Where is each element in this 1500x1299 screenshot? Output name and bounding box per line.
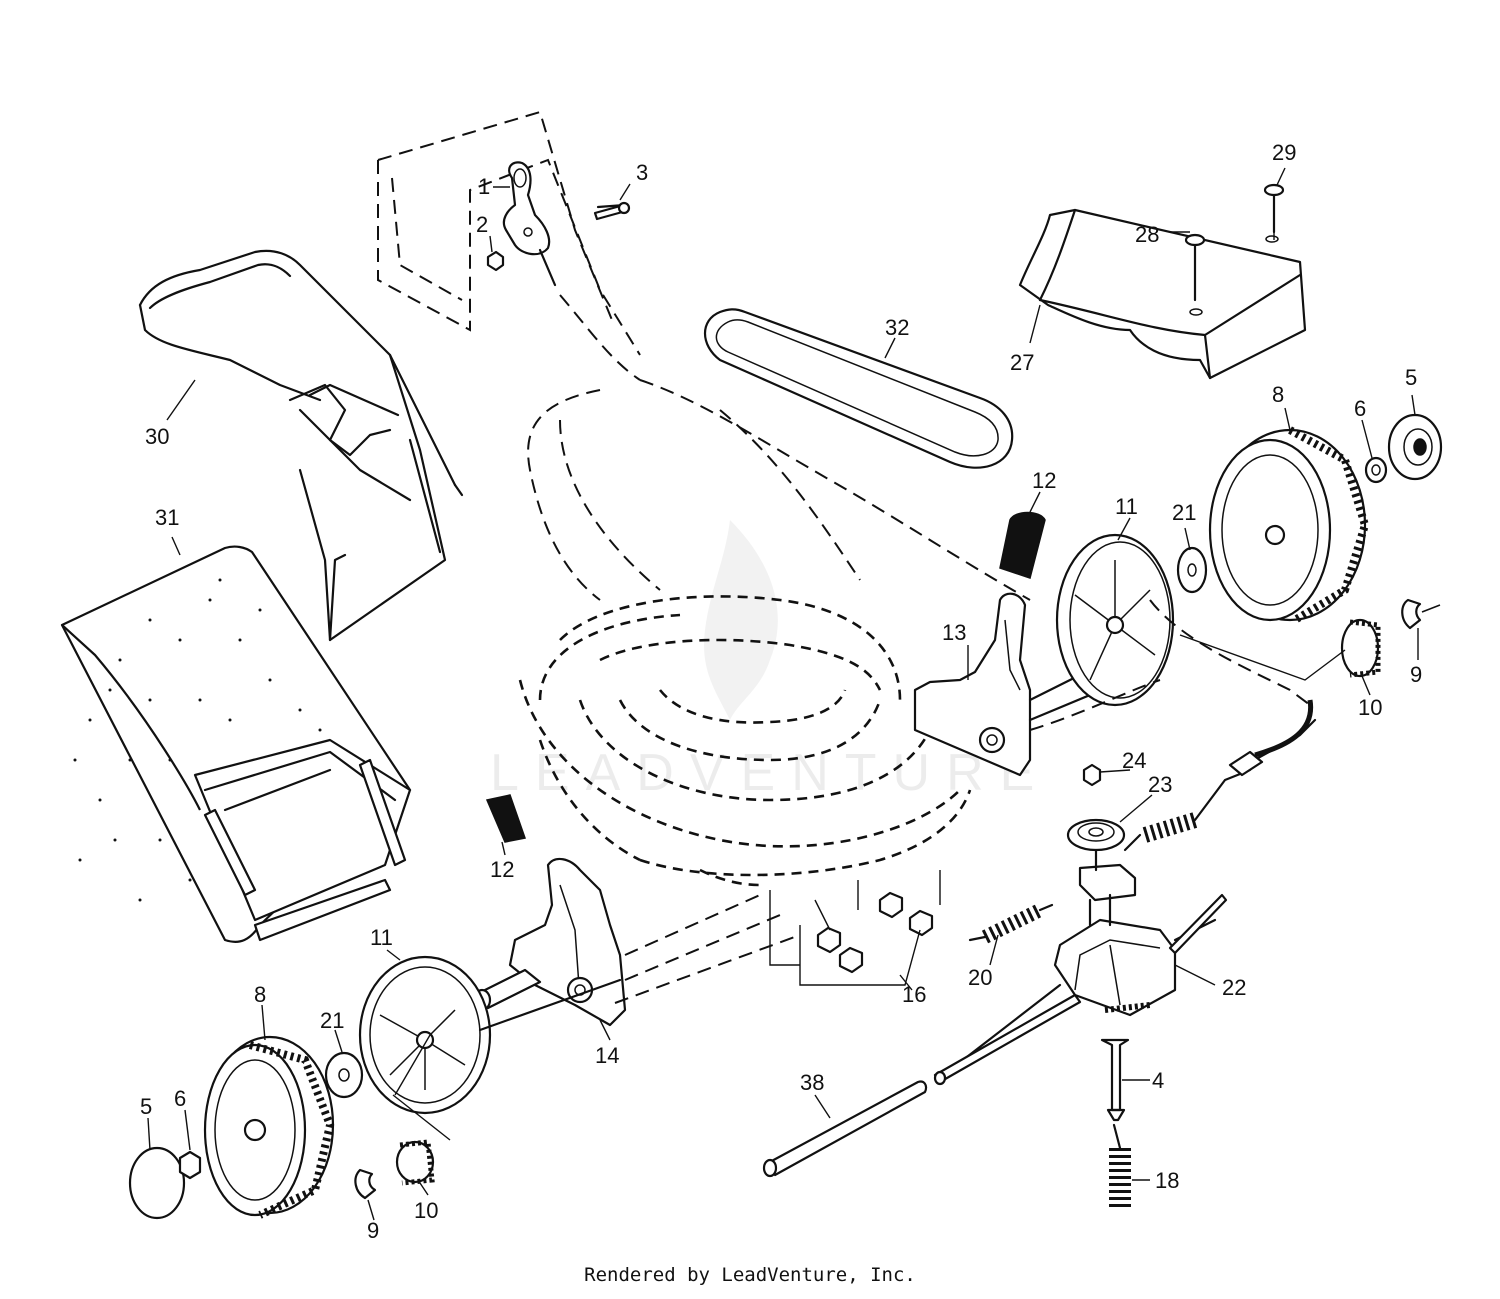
shaft-4 xyxy=(1100,1038,1130,1122)
right-gear-parts xyxy=(1340,598,1441,678)
callout-10-left: 10 xyxy=(414,1198,438,1223)
callout-2: 2 xyxy=(476,212,488,237)
lever-assembly xyxy=(486,161,631,287)
callout-5-right: 5 xyxy=(1405,365,1417,390)
left-hub-parts xyxy=(128,1146,202,1220)
belt xyxy=(704,308,1014,469)
callout-16: 16 xyxy=(902,982,926,1007)
callout-6-left: 6 xyxy=(174,1086,186,1111)
left-gear-parts xyxy=(354,1139,435,1200)
left-tire xyxy=(203,1035,335,1219)
footer-credit: Rendered by LeadVenture, Inc. xyxy=(584,1264,916,1286)
right-hub-parts xyxy=(1364,413,1443,484)
left-inner-wheel xyxy=(358,955,622,1115)
callout-13: 13 xyxy=(942,620,966,645)
callout-20: 20 xyxy=(968,965,992,990)
callout-23: 23 xyxy=(1148,772,1172,797)
callout-31: 31 xyxy=(155,505,179,530)
cover xyxy=(1018,183,1307,380)
axle-tube xyxy=(762,1080,928,1178)
callouts: 1 2 3 29 28 27 32 30 31 12 11 21 8 6 5 9… xyxy=(140,140,1422,1243)
pulley-spring xyxy=(1066,699,1317,872)
callout-3: 3 xyxy=(636,160,648,185)
watermark: LEADVENTURE xyxy=(490,520,1050,802)
callout-24: 24 xyxy=(1122,748,1146,773)
callout-9-right: 9 xyxy=(1410,662,1422,687)
pads xyxy=(485,511,1046,843)
nuts xyxy=(769,870,941,986)
bag-frame xyxy=(138,249,464,642)
spring-20 xyxy=(968,903,1054,944)
callout-1: 1 xyxy=(478,174,490,199)
washers xyxy=(324,546,1208,1099)
callout-10-right: 10 xyxy=(1358,695,1382,720)
callout-12-left: 12 xyxy=(490,857,514,882)
callout-11-left: 11 xyxy=(370,925,393,950)
leader-lines xyxy=(147,167,1419,1221)
callout-30: 30 xyxy=(145,424,169,449)
callout-11-right: 11 xyxy=(1115,494,1138,519)
bag-texture xyxy=(73,578,322,902)
spring-18 xyxy=(1109,1123,1131,1210)
callout-5-left: 5 xyxy=(140,1094,152,1119)
callout-38: 38 xyxy=(800,1070,824,1095)
deck-outline xyxy=(518,379,1031,887)
right-inner-wheel xyxy=(1055,533,1175,707)
callout-8-right: 8 xyxy=(1272,382,1284,407)
grass-bag xyxy=(60,545,412,943)
right-tire xyxy=(1208,426,1370,624)
callout-32: 32 xyxy=(885,315,909,340)
callout-4: 4 xyxy=(1152,1068,1164,1093)
transmission xyxy=(933,863,1228,1086)
callout-12-right: 12 xyxy=(1032,468,1056,493)
watermark-text: LEADVENTURE xyxy=(490,744,1050,802)
callout-6-right: 6 xyxy=(1354,396,1366,421)
callout-14: 14 xyxy=(595,1043,619,1068)
callout-21-left: 21 xyxy=(320,1008,344,1033)
callout-9-left: 9 xyxy=(367,1218,379,1243)
callout-8-left: 8 xyxy=(254,982,266,1007)
callout-29: 29 xyxy=(1272,140,1296,165)
callout-18: 18 xyxy=(1155,1168,1179,1193)
callout-21-right: 21 xyxy=(1172,500,1196,525)
connector-lines xyxy=(392,599,1346,1141)
callout-28: 28 xyxy=(1135,222,1159,247)
callout-27: 27 xyxy=(1010,350,1034,375)
handle-outline xyxy=(377,110,641,381)
callout-22: 22 xyxy=(1222,975,1246,1000)
